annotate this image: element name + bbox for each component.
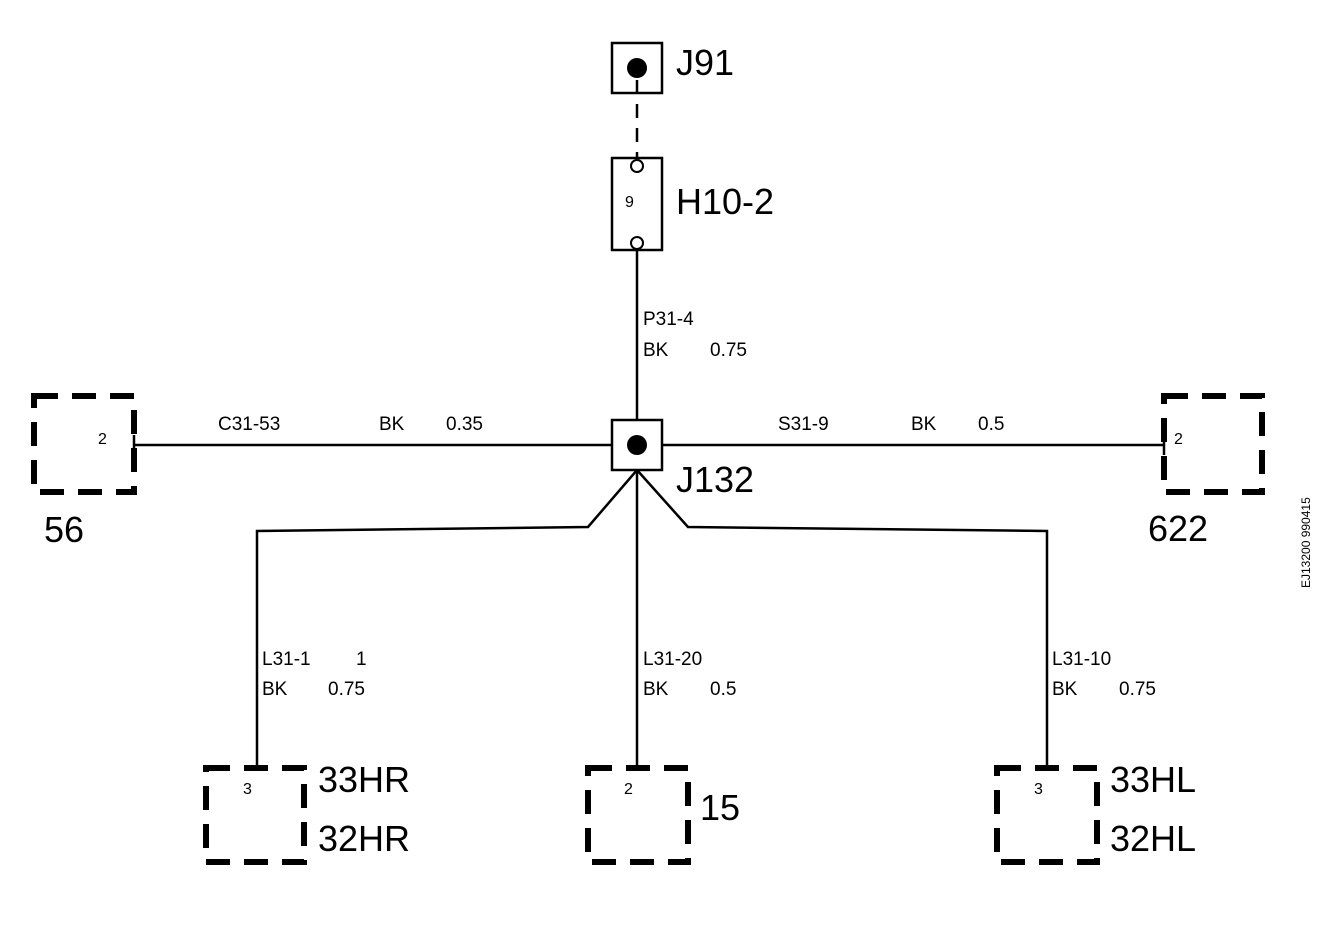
wire-l31-20-id: L31-20 (643, 649, 702, 670)
wire-l31-10-size: 0.75 (1119, 679, 1156, 700)
wire-l31-10 (636, 469, 1049, 770)
h10-box (610, 156, 664, 252)
connector-33hr-dashed-box (203, 765, 307, 865)
connector-32hr-label: 32HR (318, 818, 410, 859)
wire-l31-1-size: 0.75 (328, 679, 365, 700)
j91-label: J91 (676, 42, 734, 83)
connector-622: 2 622 (1148, 393, 1265, 549)
connector-56-dashed-box (31, 393, 137, 495)
connector-15-pin: 2 (624, 781, 633, 798)
h10-label: H10-2 (676, 181, 774, 222)
wire-l31-1 (255, 469, 638, 770)
connector-622-pin: 2 (1174, 431, 1183, 448)
h10-pin: 9 (625, 194, 634, 211)
wire-c31-size: 0.35 (446, 414, 483, 435)
wire-s31-id: S31-9 (778, 414, 829, 435)
wire-l31-10-color: BK (1052, 679, 1078, 700)
connector-56: 2 56 (31, 393, 137, 550)
j91-connector: J91 (610, 41, 734, 95)
j132-splice-dot (627, 435, 647, 455)
wire-p31-size: 0.75 (710, 340, 747, 361)
connector-33hl-pin: 3 (1034, 781, 1043, 798)
wire-c31-color: BK (379, 414, 405, 435)
connector-32hl-label: 32HL (1110, 818, 1196, 859)
wire-l31-1-color: BK (262, 679, 288, 700)
connector-622-dashed-box (1161, 393, 1265, 495)
connector-33hl-dashed-box (994, 765, 1100, 865)
j91-splice-dot (627, 58, 647, 78)
wire-p31-color: BK (643, 340, 669, 361)
wire-l31-10-id: L31-10 (1052, 649, 1111, 670)
wire-l31-1-id: L31-1 (262, 649, 311, 670)
wire-l31-20-color: BK (643, 679, 669, 700)
h10-bottom-terminal (630, 236, 644, 250)
connector-15: 2 15 (585, 765, 740, 865)
connector-33hr-label: 33HR (318, 759, 410, 800)
wire-l31-1-extra: 1 (356, 649, 367, 670)
h10-connector: 9 H10-2 (610, 156, 774, 252)
connector-33hr-pin: 3 (243, 781, 252, 798)
connector-33hl: 3 33HL 32HL (994, 759, 1196, 865)
j132-label: J132 (676, 459, 754, 500)
wire-l31-20-size: 0.5 (710, 679, 736, 700)
wire-p31-id: P31-4 (643, 309, 694, 330)
connector-56-pin: 2 (98, 431, 107, 448)
connector-33hr: 3 33HR 32HR (203, 759, 410, 865)
wire-s31-size: 0.5 (978, 414, 1004, 435)
drawing-reference: EJ13200 990415 (1299, 497, 1313, 588)
connector-15-dashed-box (585, 765, 691, 865)
connector-622-label: 622 (1148, 508, 1208, 549)
wire-s31-color: BK (911, 414, 937, 435)
connector-15-label: 15 (700, 787, 740, 828)
h10-top-terminal (630, 159, 644, 173)
wire-c31-id: C31-53 (218, 414, 280, 435)
connector-56-label: 56 (44, 509, 84, 550)
j132-splice: J132 (610, 418, 754, 500)
connector-33hl-label: 33HL (1110, 759, 1196, 800)
